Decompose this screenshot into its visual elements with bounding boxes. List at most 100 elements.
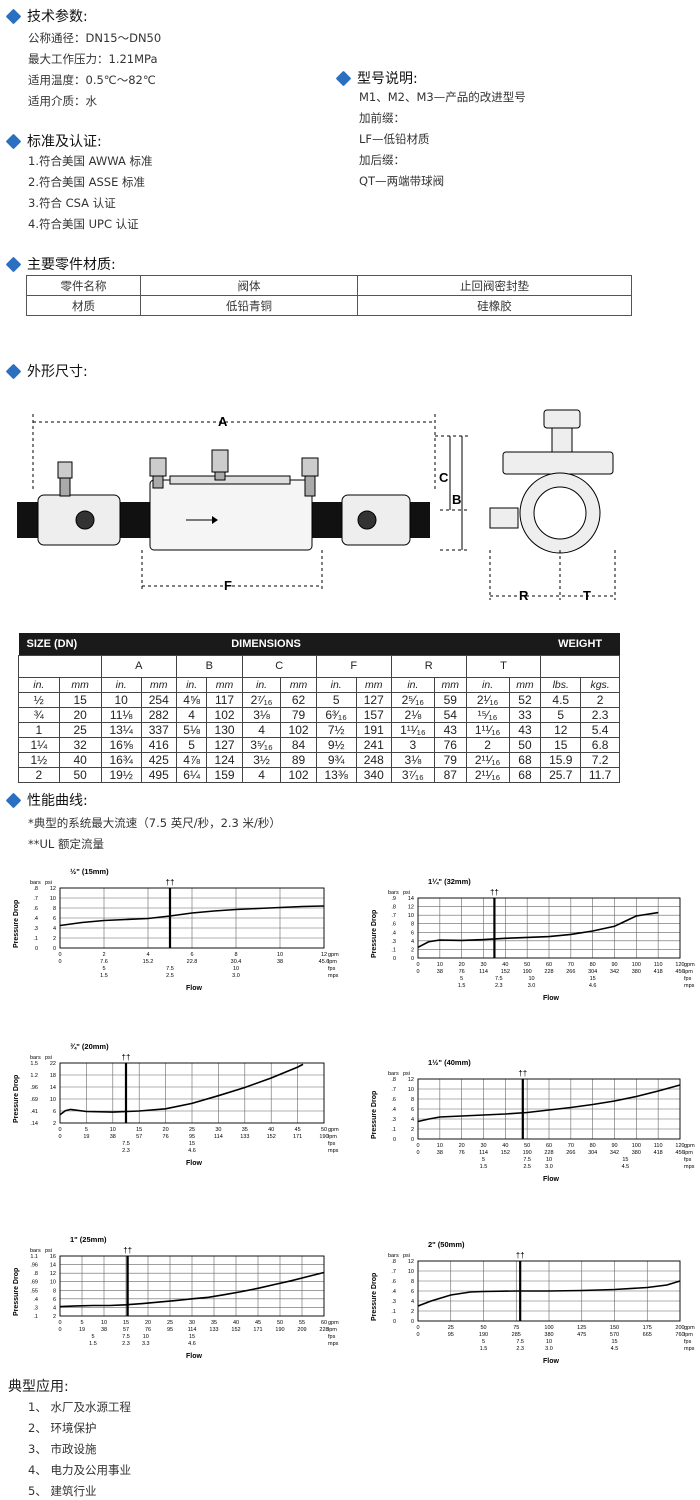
unit-cell: in. [241, 676, 282, 693]
ul-marker-label: †† [123, 1246, 132, 1255]
data-point [59, 925, 61, 926]
data-point [439, 939, 441, 941]
x-lpm-tick: 760 [675, 1332, 684, 1338]
table-cell: 79 [280, 706, 317, 723]
x-fps-tick: 5 [460, 976, 463, 982]
x-gpm-tick: 40 [502, 962, 508, 968]
y-psi-tick: 0 [411, 1137, 414, 1143]
y-bar-tick: .1 [391, 1309, 396, 1315]
materials-title: 主要零件材质: [27, 257, 116, 273]
table-cell: 282 [140, 706, 177, 723]
x-lpm-tick: 76 [163, 1134, 169, 1140]
table-cell: 130 [206, 721, 243, 738]
y-bar-tick: .4 [391, 1107, 396, 1113]
x-axis-label: Flow [186, 1160, 202, 1167]
y-bar-tick: 1.5 [30, 1061, 38, 1067]
unit-gpm-label: gpm [328, 1320, 339, 1326]
table-cell: 15.9 [540, 751, 582, 768]
table-cell: 3⅛ [241, 706, 282, 723]
x-fps-tick: 7.5 [523, 1157, 531, 1163]
x-lpm-tick: 570 [610, 1332, 619, 1338]
chart-title: 1" (25mm) [70, 1235, 107, 1244]
table-cell: 3½ [241, 751, 282, 768]
x-fps-tick: 10 [546, 1157, 552, 1163]
x-lpm-tick: 456 [675, 1150, 684, 1156]
data-point [430, 1300, 432, 1302]
x-mps-tick: 4.5 [622, 1164, 630, 1170]
table-cell: 25.7 [540, 766, 582, 783]
y-bar-tick: .8 [33, 1271, 38, 1277]
unit-gpm-label: gpm [684, 962, 695, 968]
y-psi-tick: 10 [50, 1280, 56, 1286]
plot-frame [417, 1260, 681, 1322]
x-lpm-tick: 22.8 [187, 959, 198, 965]
dimensions-section-header: 外形尺寸: [5, 361, 88, 381]
unit-psi-label: psi [403, 1071, 410, 1077]
table-cell: 硅橡胶 [357, 295, 632, 316]
data-point [165, 1108, 167, 1110]
x-gpm-tick: 30 [480, 1143, 486, 1149]
model-line: LF—低铅材质 [359, 132, 430, 146]
data-point [138, 1110, 140, 1112]
x-mps-tick: 4.6 [188, 1148, 196, 1154]
data-point [142, 1303, 143, 1305]
y-psi-tick: 4 [53, 1305, 56, 1311]
table-row: 零件名称 阀体 止回阀密封垫 [26, 275, 632, 296]
y-bar-tick: .1 [33, 1314, 38, 1320]
x-lpm-tick: 266 [566, 1150, 575, 1156]
table-cell: ¹⁵⁄₁₆ [465, 706, 510, 723]
table-cell: 15 [540, 736, 582, 753]
y-bar-tick: 1.1 [30, 1254, 38, 1260]
tech-line: 最大工作压力：1.21MPa [28, 52, 158, 66]
x-lpm-tick: 7.6 [100, 959, 108, 965]
x-mps-tick: 2.3 [516, 1346, 524, 1352]
unit-cell: kgs. [580, 676, 620, 693]
y-psi-tick: 6 [53, 1297, 56, 1303]
y-psi-tick: 4 [411, 1299, 414, 1305]
y-bar-tick: .4 [33, 1297, 38, 1303]
x-gpm-tick: 100 [544, 1325, 553, 1331]
table-cell: 11.7 [580, 766, 620, 783]
dim-label-a: A [218, 414, 228, 429]
x-mps-tick: 2.3 [495, 983, 503, 989]
standards-line: 1.符合美国 AWWA 标准 [28, 154, 153, 168]
table-cell: 6.8 [580, 736, 620, 753]
performance-section-header: 性能曲线: [5, 790, 88, 810]
y-bar-tick: .96 [30, 1263, 38, 1269]
x-lpm-tick: 456 [675, 969, 684, 975]
x-gpm-tick: 70 [568, 1143, 574, 1149]
y-psi-tick: 22 [50, 1061, 56, 1067]
y-bar-tick: .3 [391, 1117, 396, 1123]
ul-marker-label: †† [516, 1251, 525, 1260]
table-cell: 7½ [315, 721, 357, 738]
table-cell: 5 [540, 706, 582, 723]
x-gpm-tick: 25 [189, 1127, 195, 1133]
y-psi-tick: 8 [411, 1097, 414, 1103]
table-cell: 102 [206, 706, 243, 723]
ul-marker-label: †† [122, 1053, 131, 1062]
x-gpm-tick: 60 [321, 1320, 327, 1326]
x-mps-tick: 3.0 [528, 983, 536, 989]
pipe-end-left [17, 502, 39, 538]
table-cell: 2¹¹⁄₁₆ [465, 751, 510, 768]
x-lpm-tick: 0 [416, 969, 419, 975]
x-mps-tick: 4.6 [188, 1341, 196, 1347]
table-cell: 89 [280, 751, 317, 768]
unit-psi-label: psi [45, 1055, 52, 1061]
table-cell: 50 [508, 736, 542, 753]
table-cell: 9½ [315, 736, 357, 753]
table-cell: 2¹¹⁄₁₆ [465, 766, 510, 783]
y-bar-tick: .8 [33, 886, 38, 892]
y-psi-tick: 2 [411, 947, 414, 953]
header-dimensions: DIMENSIONS [101, 633, 541, 655]
x-gpm-tick: 30 [189, 1320, 195, 1326]
x-mps-tick: 1.5 [89, 1341, 97, 1347]
x-axis-label: Flow [186, 1353, 202, 1360]
x-lpm-tick: 0 [58, 1134, 61, 1140]
unit-lpm-label: lpm [684, 1332, 693, 1338]
x-lpm-tick: 171 [253, 1327, 262, 1333]
data-point [548, 936, 550, 937]
x-gpm-tick: 90 [611, 1143, 617, 1149]
